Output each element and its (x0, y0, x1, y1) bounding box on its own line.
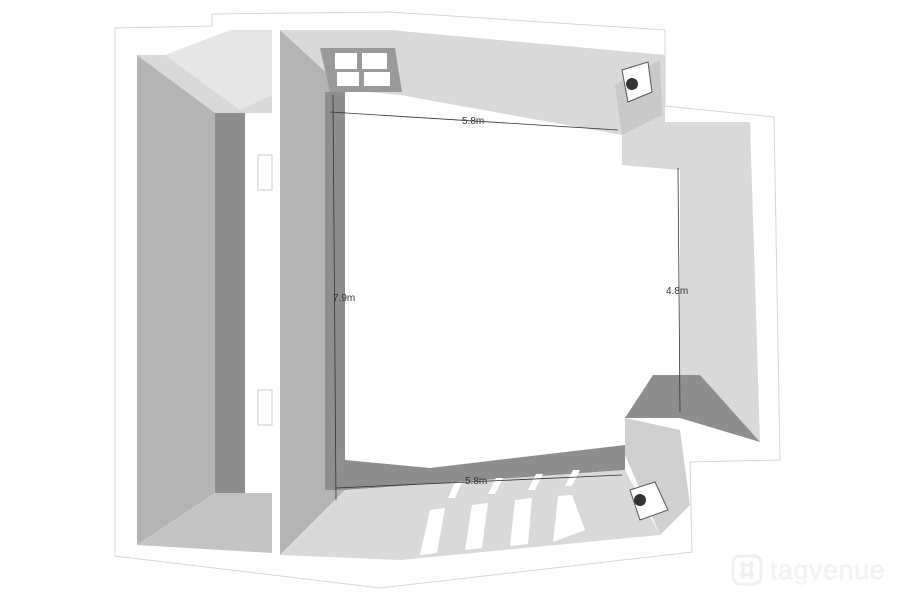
tagvenue-logo-icon (731, 554, 763, 586)
main-room (280, 30, 760, 560)
watermark-text: tagvenue (770, 554, 886, 585)
dim-bottom-width: 5.8m (465, 476, 487, 487)
left-room (137, 30, 273, 553)
dim-top-width: 5.8m (462, 116, 484, 127)
dim-right-width: 4.8m (666, 286, 688, 297)
tagvenue-watermark: tagvenue (730, 553, 885, 587)
dim-left-length: 7.9m (333, 293, 355, 304)
dimension-lines (329, 94, 681, 501)
